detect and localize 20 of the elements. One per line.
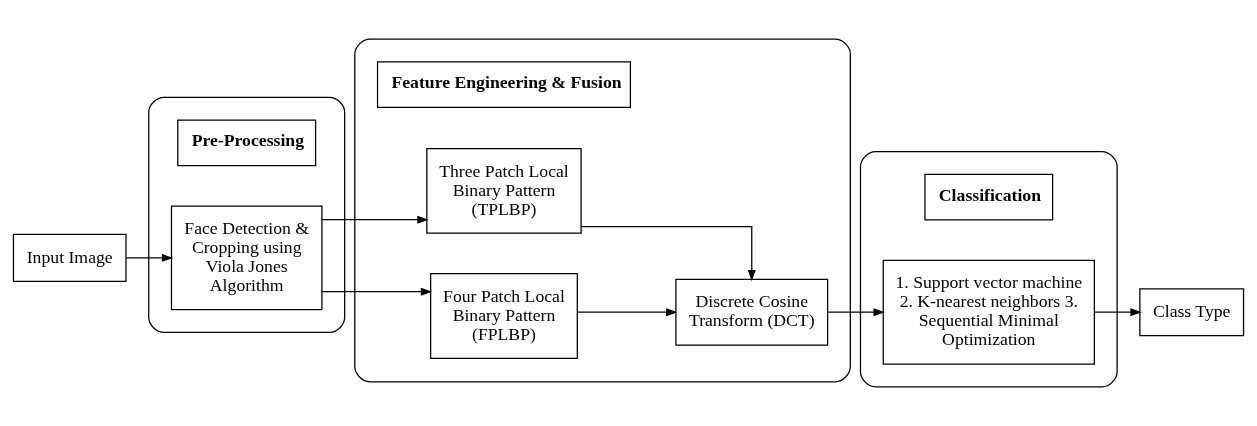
node-box: 1. Support vector machine 2. K-nearest neighbors 3. Sequential Minimal Optimization bbox=[882, 259, 1095, 365]
arrow bbox=[321, 287, 433, 296]
arrow bbox=[321, 215, 429, 224]
arrow bbox=[580, 225, 756, 282]
node-box: Face Detection & Cropping using Viola Jones Algorithm bbox=[170, 205, 323, 311]
node-box: Feature Engineering & Fusion bbox=[376, 61, 632, 109]
node-box: Four Patch Local Binary Pattern (FPLBP) bbox=[430, 273, 578, 359]
node-box: Classification bbox=[924, 173, 1054, 221]
node-box: Input Image bbox=[12, 233, 127, 282]
node-box: Pre-Processing bbox=[177, 119, 317, 167]
node-box: Class Type bbox=[1139, 288, 1245, 337]
arrow bbox=[827, 308, 885, 317]
cluster bbox=[859, 151, 1118, 388]
node-box: Discrete Cosine Transform (DCT) bbox=[675, 278, 829, 346]
cluster bbox=[148, 96, 346, 334]
cluster bbox=[354, 38, 851, 383]
node-box: Three Patch Local Binary Pattern (TPLBP) bbox=[426, 147, 582, 234]
arrow bbox=[125, 253, 174, 262]
arrow bbox=[1093, 308, 1142, 317]
arrow bbox=[576, 308, 678, 317]
